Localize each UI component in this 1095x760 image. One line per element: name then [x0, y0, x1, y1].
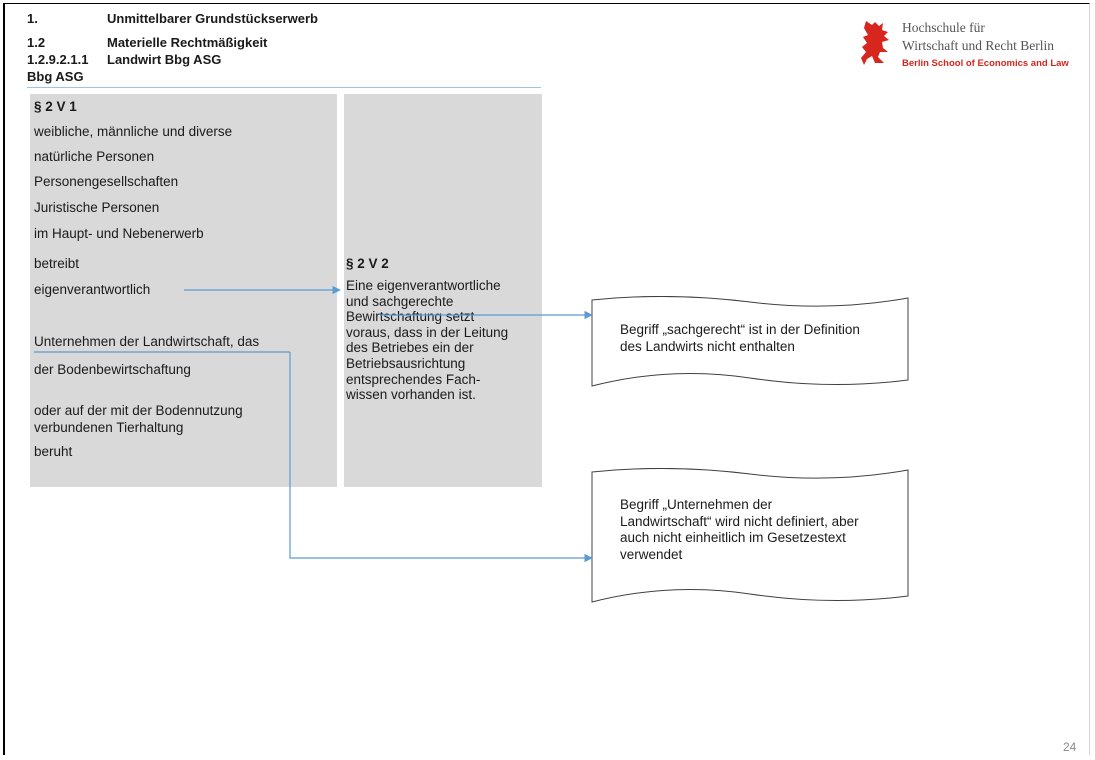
note-shape-sachgerecht: [591, 296, 909, 387]
paragraph-line: des Betriebes ein der: [346, 340, 474, 356]
criterion-item-unternehmen: Unternehmen der Landwirtschaft, das: [34, 334, 260, 349]
logo-text-line3: Berlin School of Economics and Law: [902, 58, 1069, 69]
note-line: Begriff „sachgerecht“ ist in der Definit…: [620, 322, 860, 337]
note-line: Begriff „Unternehmen der: [620, 497, 773, 512]
bear-icon: [861, 21, 889, 65]
section-heading-2v2: § 2 V 2: [346, 256, 389, 271]
criterion-item: beruht: [34, 444, 73, 459]
paragraph-line: entsprechendes Fach-: [346, 371, 481, 387]
criterion-item: Juristische Personen: [34, 200, 160, 215]
note-line: auch nicht einheitlich im Gesetzestext: [620, 530, 846, 545]
criterion-item: weibliche, männliche und diverse: [34, 124, 233, 139]
paragraph-2v2: Eine eigenverantwortliche und sachgerech…: [346, 278, 538, 403]
heading-number-1: 1.: [27, 11, 38, 26]
criterion-item: betreibt: [34, 256, 80, 271]
paragraph-line: Bewirtschaftung setzt: [346, 309, 475, 325]
criterion-item: oder auf der mit der Bodennutzung: [34, 403, 243, 418]
note-line: des Landwirts nicht enthalten: [620, 338, 795, 354]
paragraph-line: voraus, dass in der Leitung: [346, 324, 509, 340]
heading-title-2: Materielle Rechtmäßigkeit: [107, 35, 268, 50]
definition-column-2v2: [344, 94, 542, 487]
heading-subtitle: Bbg ASG: [27, 69, 84, 84]
page-number: 24: [1063, 740, 1077, 754]
logo-text-line2: Wirtschaft und Recht Berlin: [902, 38, 1055, 53]
logo-text-line1: Hochschule für: [902, 20, 985, 35]
criterion-item: natürliche Personen: [34, 149, 155, 164]
paragraph-line: Eine eigenverantwortliche: [346, 278, 501, 293]
paragraph-line: und sachgerechte: [346, 293, 454, 309]
university-logo: Hochschule für Wirtschaft und Recht Berl…: [858, 17, 1088, 73]
slide-frame: [3, 3, 1090, 755]
heading-title-3: Landwirt Bbg ASG: [107, 52, 222, 67]
note-line: verwendet: [620, 546, 683, 562]
heading-title-1: Unmittelbarer Grundstückserwerb: [107, 11, 318, 26]
heading-number-3: 1.2.9.2.1.1: [27, 52, 89, 67]
criterion-item: im Haupt- und Nebenerwerb: [34, 226, 204, 241]
arrow-unternehmen-to-note: [289, 352, 593, 563]
note-text-unternehmen: Begriff „Unternehmen der Landwirtschaft“…: [620, 497, 859, 563]
paragraph-line: Betriebsausrichtung: [346, 355, 466, 371]
criterion-item: der Bodenbewirtschaftung: [34, 362, 191, 377]
note-shape-unternehmen: [591, 468, 909, 603]
header-divider: [27, 87, 541, 88]
criterion-item-eigenverantwortlich: eigenverantwortlich: [34, 282, 151, 297]
heading-number-2: 1.2: [27, 35, 46, 50]
criterion-item: verbundenen Tierhaltung: [34, 420, 184, 435]
note-line: Landwirtschaft“ wird nicht definiert, ab…: [620, 513, 859, 529]
paragraph-line: wissen vorhanden ist.: [346, 387, 476, 403]
section-heading-2v1: § 2 V 1: [34, 99, 77, 114]
note-text-sachgerecht: Begriff „sachgerecht“ ist in der Definit…: [620, 322, 860, 355]
criterion-item: Personengesellschaften: [34, 174, 179, 189]
